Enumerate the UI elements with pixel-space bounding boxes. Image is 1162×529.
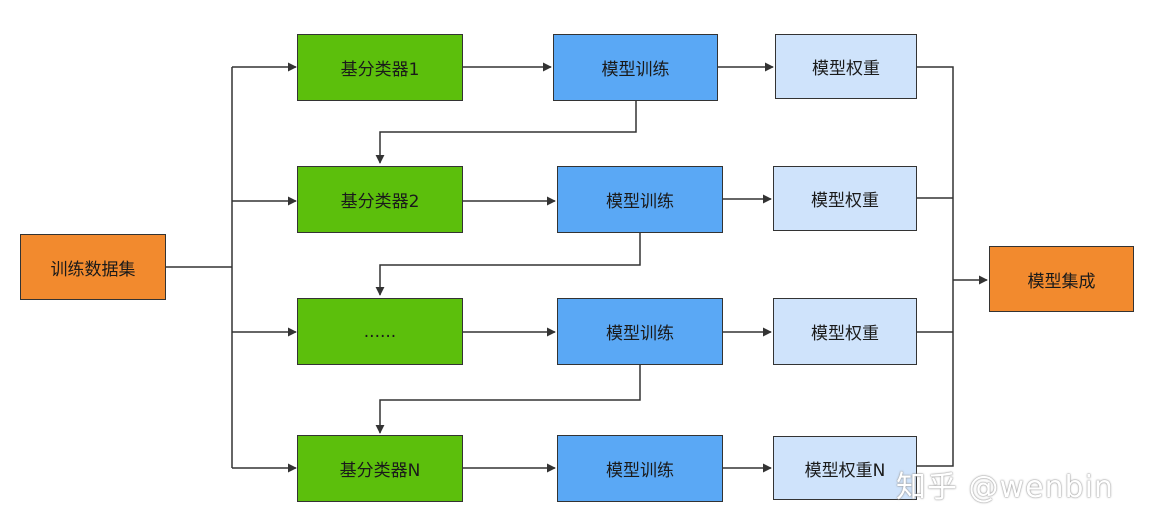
training-node-n: 模型训练 xyxy=(557,435,723,502)
edge-feedback-1 xyxy=(375,101,637,164)
watermark: 知乎 @wenbin xyxy=(896,470,1114,505)
weight-node-n: 模型权重N xyxy=(773,436,917,500)
training-node-1: 模型训练 xyxy=(553,34,718,101)
training-data-node: 训练数据集 xyxy=(20,234,166,300)
classifier-node-2: 基分类器2 xyxy=(297,166,463,233)
classifier-node-3: ...... xyxy=(297,298,463,365)
weight-node-1: 模型权重 xyxy=(775,34,917,99)
edge-feedback-2 xyxy=(375,233,641,296)
ensemble-node: 模型集成 xyxy=(989,246,1134,312)
classifier-node-n: 基分类器N xyxy=(297,435,463,502)
training-node-2: 模型训练 xyxy=(557,166,723,233)
classifier-node-1: 基分类器1 xyxy=(297,34,463,101)
edge-feedback-3 xyxy=(375,365,641,434)
training-node-3: 模型训练 xyxy=(557,298,723,365)
edge-weight-1-out xyxy=(917,66,954,280)
weight-node-3: 模型权重 xyxy=(773,298,917,365)
weight-node-2: 模型权重 xyxy=(773,166,917,231)
edge-weight-n-out xyxy=(917,280,954,467)
